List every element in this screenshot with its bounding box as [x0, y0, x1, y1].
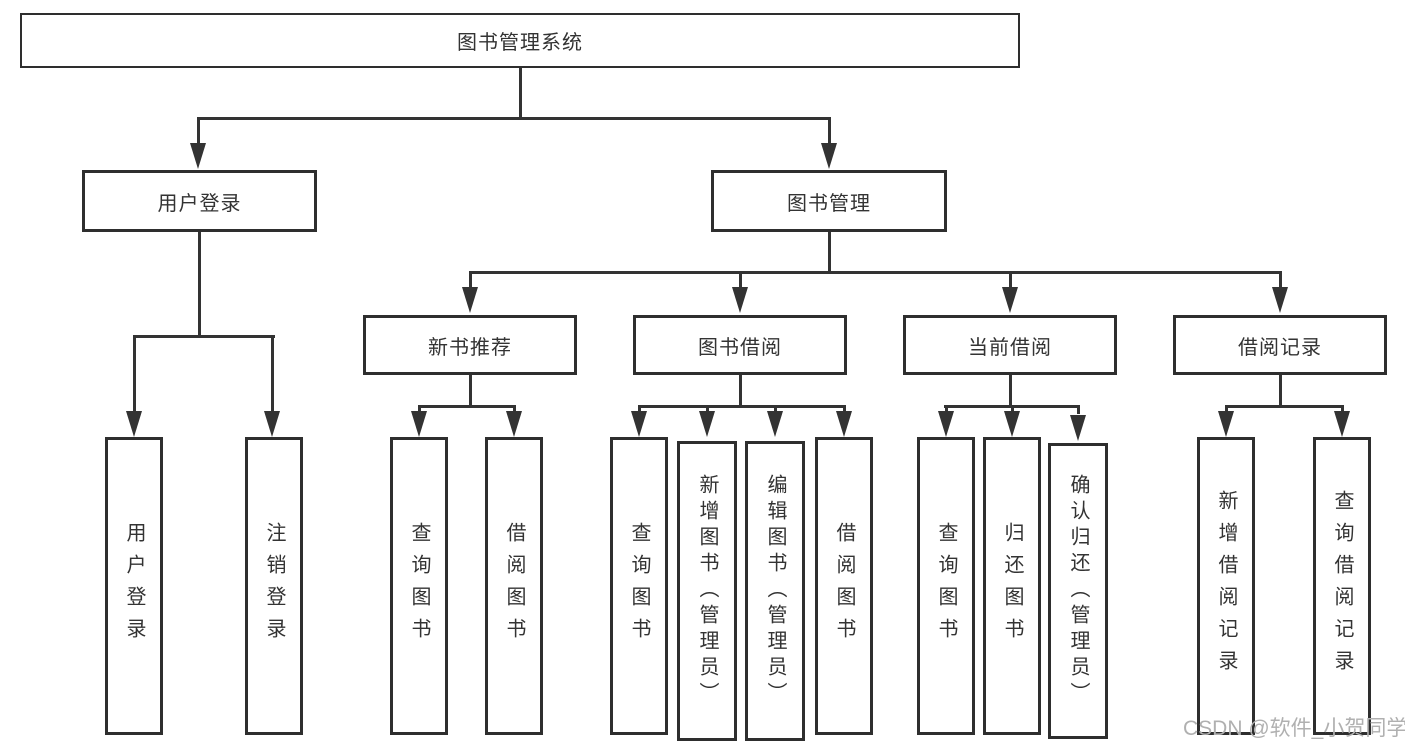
- arrow-down-icon: [411, 411, 427, 437]
- connector-vline: [774, 405, 777, 414]
- connector-vline: [1279, 271, 1282, 288]
- arrow-down-icon: [821, 143, 837, 169]
- node-label: 新书推荐: [428, 336, 512, 359]
- leaf-label: 注销登录: [263, 522, 285, 650]
- arrow-down-icon: [1004, 411, 1020, 437]
- node-new-book-recommend: 新书推荐: [363, 315, 577, 375]
- leaf-label: 新增借阅记录: [1215, 490, 1237, 682]
- leaf-label: 借阅图书: [503, 522, 525, 650]
- leaf-edit-books-admin: 编辑图书（管理员）: [745, 441, 805, 741]
- connector-vline: [739, 373, 742, 407]
- connector-hline: [133, 335, 275, 338]
- arrow-down-icon: [1002, 287, 1018, 313]
- connector-vline: [133, 335, 136, 412]
- connector-vline: [706, 405, 709, 414]
- node-label: 用户登录: [157, 192, 242, 215]
- arrow-down-icon: [190, 143, 206, 169]
- connector-hline: [469, 271, 1282, 274]
- connector-vline: [1279, 373, 1282, 407]
- arrow-down-icon: [699, 411, 715, 437]
- arrow-down-icon: [126, 411, 142, 437]
- arrow-down-icon: [1334, 411, 1350, 437]
- leaf-borrow-books: 借阅图书: [815, 437, 873, 735]
- connector-hline: [1225, 405, 1344, 408]
- arrow-down-icon: [767, 411, 783, 437]
- leaf-label: 编辑图书（管理员）: [764, 474, 786, 708]
- leaf-return-books: 归还图书: [983, 437, 1041, 735]
- connector-vline: [828, 230, 831, 273]
- connector-vline: [1011, 405, 1014, 414]
- arrow-down-icon: [264, 411, 280, 437]
- connector-vline: [945, 405, 948, 414]
- leaf-add-borrow-record: 新增借阅记录: [1197, 437, 1255, 735]
- connector-vline: [198, 230, 201, 337]
- arrow-down-icon: [836, 411, 852, 437]
- connector-vline: [469, 373, 472, 407]
- leaf-query-books-recommend: 查询图书: [390, 437, 448, 735]
- connector-vline: [513, 405, 516, 414]
- leaf-label: 查询借阅记录: [1331, 490, 1353, 682]
- connector-vline: [1009, 373, 1012, 407]
- connector-vline: [271, 335, 274, 412]
- connector-vline: [197, 117, 200, 145]
- leaf-label: 确认归还（管理员）: [1067, 474, 1089, 708]
- leaf-borrow-books-recommend: 借阅图书: [485, 437, 543, 735]
- leaf-logout: 注销登录: [245, 437, 303, 735]
- connector-hline: [418, 405, 516, 408]
- connector-vline: [638, 405, 641, 414]
- connector-vline: [843, 405, 846, 414]
- leaf-label: 查询图书: [935, 522, 957, 650]
- arrow-down-icon: [1070, 415, 1086, 441]
- arrow-down-icon: [462, 287, 478, 313]
- node-user-login: 用户登录: [82, 170, 317, 232]
- connector-vline: [1341, 405, 1344, 414]
- arrow-down-icon: [1272, 287, 1288, 313]
- connector-vline: [1225, 405, 1228, 414]
- arrow-down-icon: [1218, 411, 1234, 437]
- node-borrow-record: 借阅记录: [1173, 315, 1387, 375]
- leaf-label: 新增图书（管理员）: [696, 474, 718, 708]
- connector-hline: [197, 117, 831, 120]
- leaf-confirm-return-admin: 确认归还（管理员）: [1048, 443, 1108, 739]
- connector-vline: [418, 405, 421, 414]
- node-library-management-system: 图书管理系统: [20, 13, 1020, 68]
- arrow-down-icon: [732, 287, 748, 313]
- arrow-down-icon: [631, 411, 647, 437]
- arrow-down-icon: [506, 411, 522, 437]
- connector-vline: [828, 117, 831, 145]
- connector-vline: [1077, 405, 1080, 414]
- connector-vline: [1009, 271, 1012, 288]
- node-label: 当前借阅: [968, 336, 1052, 359]
- leaf-add-books-admin: 新增图书（管理员）: [677, 441, 737, 741]
- leaf-query-books-current: 查询图书: [917, 437, 975, 735]
- leaf-user-login: 用户登录: [105, 437, 163, 735]
- node-label: 图书借阅: [698, 336, 782, 359]
- connector-vline: [469, 271, 472, 288]
- connector-vline: [739, 271, 742, 288]
- node-book-borrow: 图书借阅: [633, 315, 847, 375]
- leaf-label: 查询图书: [628, 522, 650, 650]
- leaf-query-borrow-record: 查询借阅记录: [1313, 437, 1371, 735]
- node-book-management: 图书管理: [711, 170, 947, 232]
- node-current-borrow: 当前借阅: [903, 315, 1117, 375]
- leaf-query-books-borrow: 查询图书: [610, 437, 668, 735]
- connector-vline: [519, 67, 522, 120]
- leaf-label: 借阅图书: [833, 522, 855, 650]
- csdn-watermark: CSDN @软件_小贺同学: [1183, 717, 1405, 740]
- connector-hline: [638, 405, 846, 408]
- arrow-down-icon: [938, 411, 954, 437]
- node-label: 借阅记录: [1238, 336, 1322, 359]
- node-label: 图书管理: [787, 192, 871, 215]
- leaf-label: 查询图书: [408, 522, 430, 650]
- node-label: 图书管理系统: [457, 32, 583, 54]
- leaf-label: 归还图书: [1001, 522, 1023, 650]
- leaf-label: 用户登录: [123, 522, 145, 650]
